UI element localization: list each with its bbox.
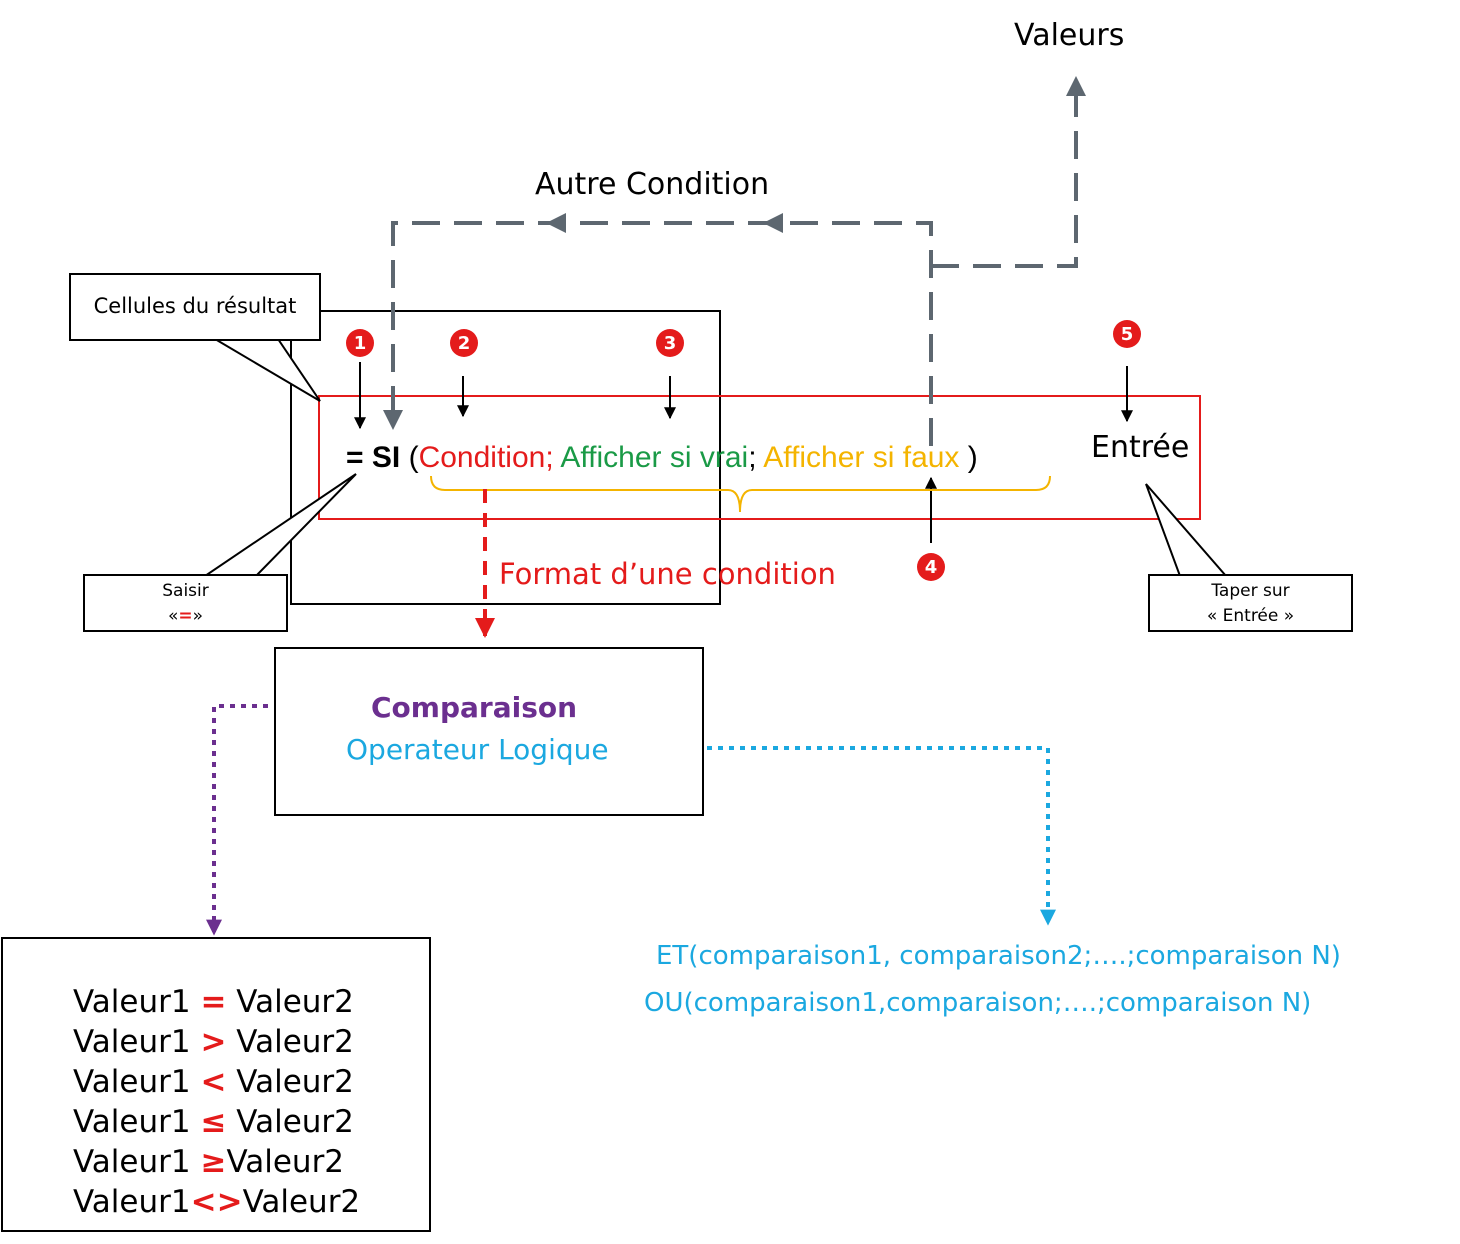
entree-label: Entrée: [1091, 430, 1190, 465]
saisir-line2: «=»: [85, 604, 286, 629]
formula-si: SI: [371, 441, 401, 474]
comparison-operators-box: Valeur1 = Valeur2 Valeur1 > Valeur2 Vale…: [1, 937, 431, 1232]
row-right: Valeur2: [242, 1184, 361, 1220]
comparison-row-eq: Valeur1 = Valeur2: [73, 982, 429, 1022]
cellules-callout-tail: [211, 338, 321, 402]
row-op: =: [200, 984, 227, 1020]
saisir-callout-tail: [201, 473, 357, 577]
row-right: Valeur2: [226, 1144, 345, 1180]
operateur-path: [652, 746, 1056, 926]
row-left: Valeur1: [73, 1064, 201, 1100]
saisir-callout: Saisir «=»: [83, 574, 288, 632]
row-left: Valeur1: [73, 1144, 201, 1180]
comparaison-label: Comparaison: [371, 691, 578, 724]
comparison-row-gt: Valeur1 > Valeur2: [73, 1022, 429, 1062]
comparison-row-lt: Valeur1 < Valeur2: [73, 1062, 429, 1102]
badge-1: 1: [346, 329, 374, 357]
badge-5: 5: [1113, 320, 1141, 348]
taper-callout-tail: [1145, 483, 1229, 577]
row-left: Valeur1: [73, 1024, 201, 1060]
row-op: <: [200, 1064, 227, 1100]
row-op: >: [200, 1024, 227, 1060]
saisir-line1: Saisir: [162, 581, 209, 601]
saisir-eq: =: [178, 606, 193, 626]
row-left: Valeur1: [73, 1104, 201, 1140]
cell-frame: [290, 310, 721, 605]
cellules-callout-text: Cellules du résultat: [93, 294, 297, 318]
taper-callout: Taper sur « Entrée »: [1148, 574, 1353, 632]
comparaison-path: [206, 704, 268, 936]
formula-equals: =: [346, 441, 364, 474]
row-right: Valeur2: [226, 984, 354, 1020]
row-left: Valeur1: [73, 984, 201, 1020]
comparison-row-le: Valeur1 ≤ Valeur2: [73, 1102, 429, 1142]
autre-condition-path: [383, 221, 933, 446]
saisir-open-quote: «: [167, 606, 179, 626]
taper-line1: Taper sur: [1211, 581, 1290, 601]
comparison-row-ne: Valeur1<>Valeur2: [73, 1182, 429, 1222]
row-right: Valeur2: [226, 1024, 354, 1060]
formula-afficher-faux: Afficher si faux: [763, 441, 960, 474]
badge-3: 3: [656, 329, 684, 357]
row-right: Valeur2: [226, 1064, 354, 1100]
formula-afficher-vrai: Afficher si vrai: [560, 441, 749, 474]
formula: = SI (Condition; Afficher si vrai; Affic…: [346, 443, 978, 473]
format-condition-label: Format d’une condition: [499, 557, 836, 591]
condition-format-box: [274, 647, 704, 816]
badge-4: 4: [917, 553, 945, 581]
row-op: ≥: [200, 1144, 227, 1180]
arguments-brace: [430, 475, 1051, 513]
operateur-logique-label: Operateur Logique: [346, 733, 609, 766]
formula-separator: ;: [748, 441, 757, 474]
taper-line2: « Entrée »: [1206, 606, 1295, 626]
comparison-row-ge: Valeur1 ≥Valeur2: [73, 1142, 429, 1182]
formula-box: [318, 395, 1201, 520]
saisir-close-quote: »: [192, 606, 204, 626]
row-op: ≤: [200, 1104, 227, 1140]
formula-condition: Condition;: [418, 441, 554, 474]
valeurs-path: [931, 76, 1086, 268]
row-left: Valeur1: [73, 1184, 191, 1220]
row-right: Valeur2: [226, 1104, 354, 1140]
row-op: <>: [190, 1184, 243, 1220]
formula-close-paren: ): [967, 441, 978, 474]
logic-et: ET(comparaison1, comparaison2;….;compara…: [656, 941, 1341, 971]
autre-condition-label: Autre Condition: [535, 167, 770, 202]
valeurs-label: Valeurs: [1014, 18, 1125, 53]
logic-ou: OU(comparaison1,comparaison;….;comparais…: [644, 988, 1312, 1018]
cellules-callout: Cellules du résultat: [69, 273, 321, 341]
badge-2: 2: [450, 329, 478, 357]
formula-open-paren: (: [408, 441, 419, 474]
